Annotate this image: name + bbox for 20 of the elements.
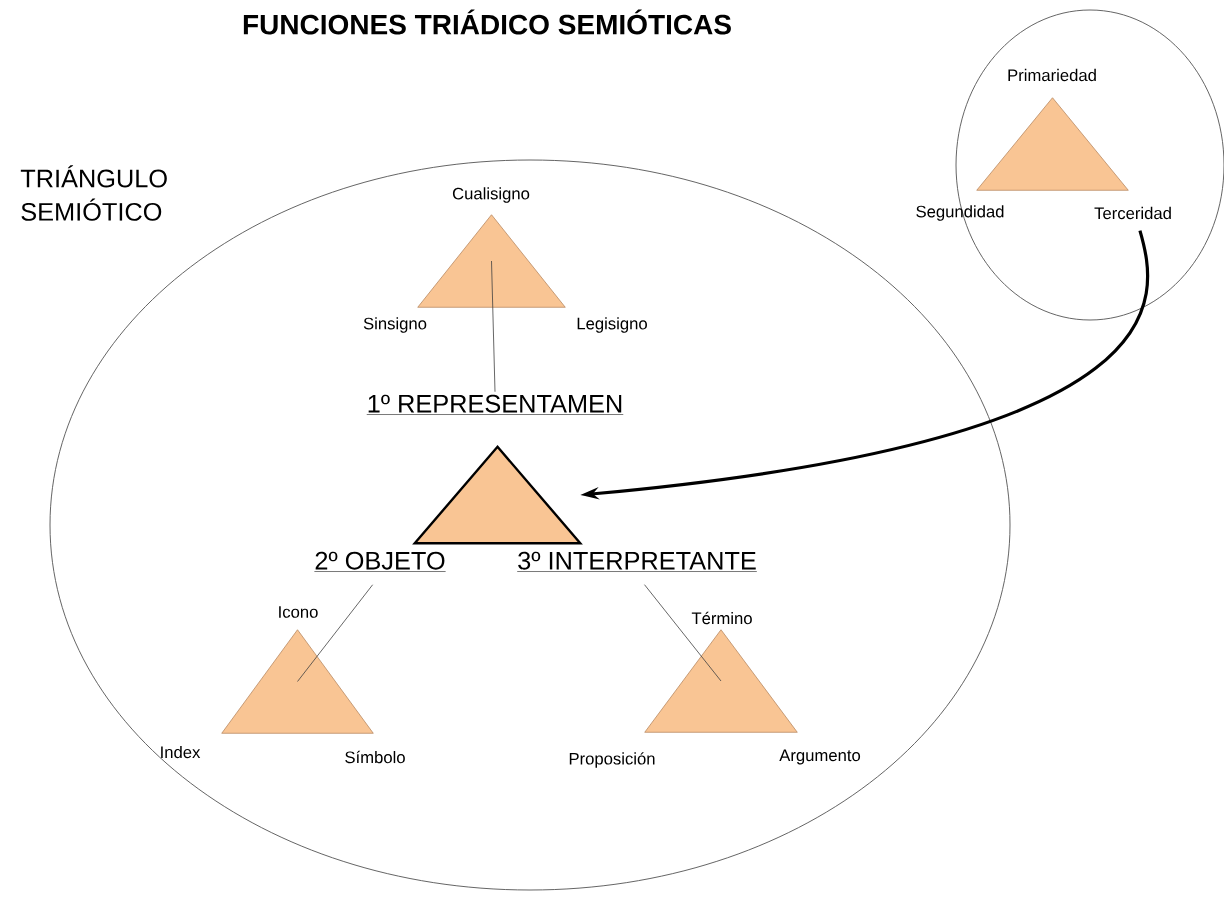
title: FUNCIONES TRIÁDICO SEMIÓTICAS <box>243 9 731 35</box>
vertex-label: Icono <box>279 606 318 618</box>
heading: TRIÁNGULO SEMIÓTICO <box>20 165 167 221</box>
connector-line <box>297 584 374 682</box>
underlined-heading: 2º OBJETO <box>314 551 446 572</box>
vertex-label: Segundidad <box>916 205 1004 221</box>
vertex-label: Primariedad <box>1008 68 1096 82</box>
vertex-label: Término <box>691 611 752 625</box>
underlined-heading: 1º REPRESENTAMEN <box>366 394 624 415</box>
vertex-label: Símbolo <box>345 750 405 764</box>
vertex-label: Argumento <box>779 749 861 765</box>
vertex-label: Cualisigno <box>452 187 530 203</box>
vertex-label: Terceridad <box>1094 206 1171 220</box>
vertex-label: Proposición <box>569 752 655 768</box>
vertex-label: Index <box>161 745 201 759</box>
vertex-label: Legisigno <box>577 317 647 333</box>
connector-line <box>644 584 722 682</box>
connector-line <box>491 260 496 393</box>
vertex-label: Sinsigno <box>363 317 427 333</box>
underlined-heading: 3º INTERPRETANTE <box>516 551 758 572</box>
